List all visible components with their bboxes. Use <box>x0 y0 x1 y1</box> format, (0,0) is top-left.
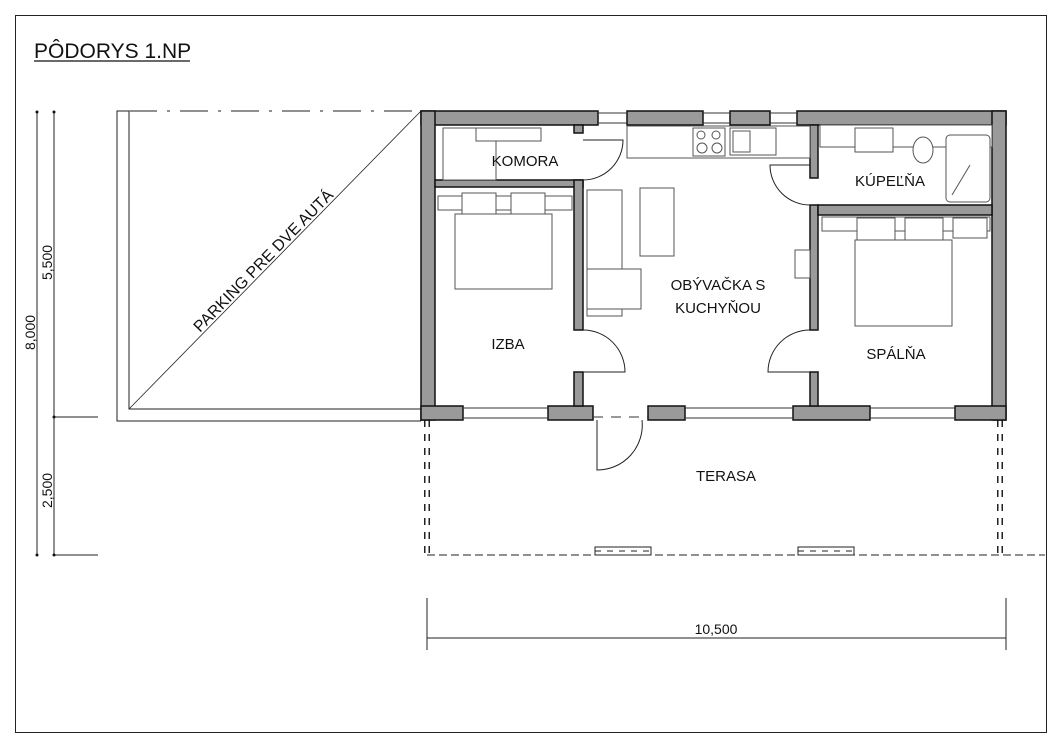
room-label-living-line1: OBÝVAČKA S <box>671 277 766 294</box>
terrace: TERASA <box>424 420 1045 556</box>
room-label-spalna: SPÁLŇA <box>866 346 925 363</box>
sheet-border <box>15 15 1047 733</box>
horizontal-dimension: 10,500 <box>426 598 1007 650</box>
room-label-terasa: TERASA <box>696 468 756 485</box>
furniture <box>437 124 993 327</box>
parking-label: PARKING PRE DVE AUTÁ <box>189 185 337 336</box>
walls <box>420 110 1007 421</box>
dimension-house-depth: 5,500 <box>39 245 55 280</box>
dimension-terrace-depth: 2,500 <box>39 473 55 508</box>
room-label-living-line2: KUCHYŇOU <box>675 300 761 317</box>
room-label-izba: IZBA <box>491 336 524 353</box>
vertical-dimensions: 8,000 5,500 2,500 <box>22 110 98 557</box>
dimension-total-width: 10,500 <box>695 621 738 637</box>
room-label-komora: KOMORA <box>492 153 559 170</box>
dimension-total-depth: 8,000 <box>22 315 38 350</box>
drawing-title: PÔDORYS 1.NP <box>34 40 191 63</box>
parking-area: PARKING PRE DVE AUTÁ <box>116 110 422 422</box>
doors <box>582 139 811 471</box>
room-label-kupelna: KÚPEĽŇA <box>855 173 925 190</box>
windows <box>463 112 955 419</box>
